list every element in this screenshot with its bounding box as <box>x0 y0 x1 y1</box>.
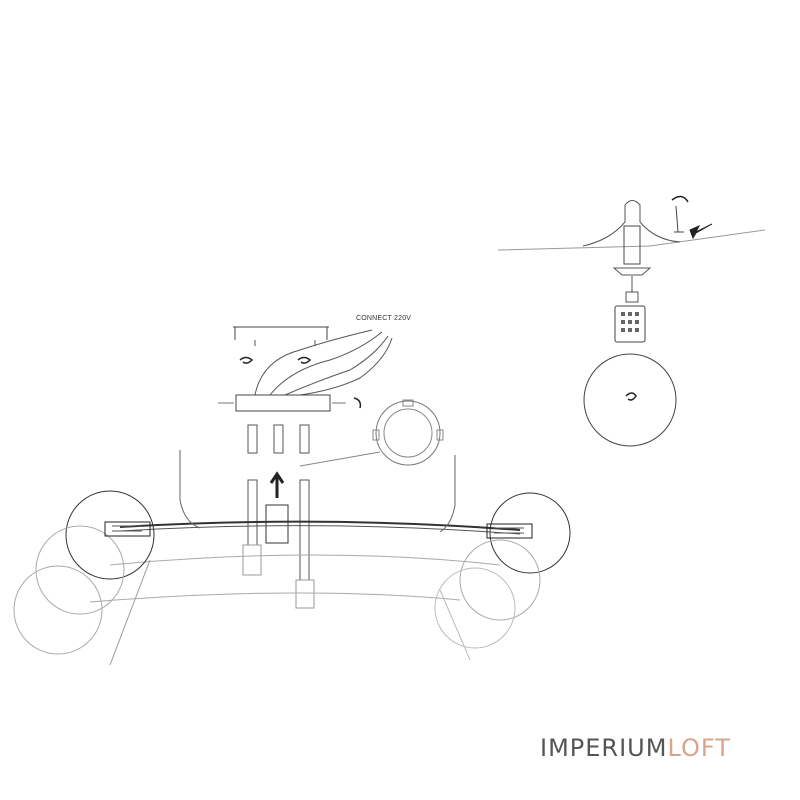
globe-shade <box>489 492 571 574</box>
supply-wire <box>254 329 373 396</box>
supply-wire <box>284 335 389 396</box>
bulb-leds <box>621 312 639 332</box>
rotate-arrow-icon <box>353 397 362 409</box>
globe-shade <box>434 567 516 649</box>
rotate-arrow-icon <box>671 195 689 203</box>
socket-cup <box>265 504 289 544</box>
frame-arm-lower <box>89 592 461 603</box>
connect-voltage-label: CONNECT 220V <box>356 315 412 322</box>
bulb-base <box>625 291 639 303</box>
globe-shade <box>13 565 103 655</box>
brand-part-2: LOFT <box>667 734 731 762</box>
push-arrow-icon <box>689 223 713 240</box>
screw-icon <box>674 205 684 233</box>
frame-arm-front <box>119 520 521 531</box>
ceiling-canopy <box>582 200 681 247</box>
push-arrow-icon <box>269 471 285 498</box>
brand-logo: IMPERIUMLOFT <box>540 734 731 762</box>
socket-detail <box>497 195 766 447</box>
globe-shade-icon <box>583 353 677 447</box>
ceiling-plate-assembly <box>218 326 444 609</box>
frame-arms <box>89 450 521 666</box>
brand-part-1: IMPERIUM <box>540 734 668 762</box>
rotate-arrow-icon <box>239 356 254 364</box>
frame-arm-back <box>109 554 501 566</box>
bulb-icon <box>614 305 646 343</box>
ceiling-line <box>497 229 766 251</box>
supply-wire <box>269 331 383 396</box>
globe-shades <box>13 490 571 655</box>
globe-connectors <box>104 521 533 539</box>
globe-shade <box>35 525 125 615</box>
socket-thread <box>612 267 652 276</box>
supply-wire <box>299 337 393 396</box>
socket-body <box>623 225 641 265</box>
globe-shade <box>65 490 155 580</box>
globe-shade <box>459 539 541 621</box>
ceiling-plate <box>235 394 331 412</box>
canopy-detail-circle <box>372 399 444 466</box>
mounting-bracket <box>233 326 329 340</box>
rotate-arrow-icon <box>297 356 312 364</box>
rotate-arrow-icon <box>625 392 637 401</box>
